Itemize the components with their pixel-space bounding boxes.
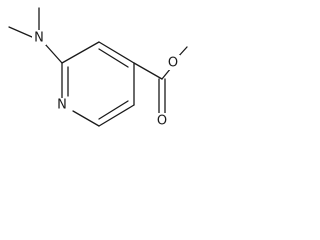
atom-carbonyl-oxygen: O — [157, 114, 167, 129]
atom-amine-nitrogen: N — [34, 31, 44, 46]
bond-ring-c6-to-ring-n — [72, 110, 100, 127]
bond-ring-c5-to-c6-inner — [98, 100, 129, 120]
bond-amine-n-to-ring-c2 — [44, 43, 63, 64]
atom-ester-oxygen: O — [168, 56, 178, 71]
bond-ring-c4-to-carbonyl-c — [133, 62, 163, 80]
bond-ring-c3-to-c4 — [98, 41, 135, 64]
bond-ring-c5-to-c6 — [98, 104, 135, 127]
bond-methyl-left-to-amine-n — [8, 26, 33, 38]
chemical-structure-diagram: N N O O — [8, 7, 188, 129]
atom-ring-nitrogen: N — [57, 98, 67, 113]
bond-ring-c2-to-c3 — [61, 41, 100, 64]
bond-ring-c3-to-c4-inner — [98, 48, 129, 68]
